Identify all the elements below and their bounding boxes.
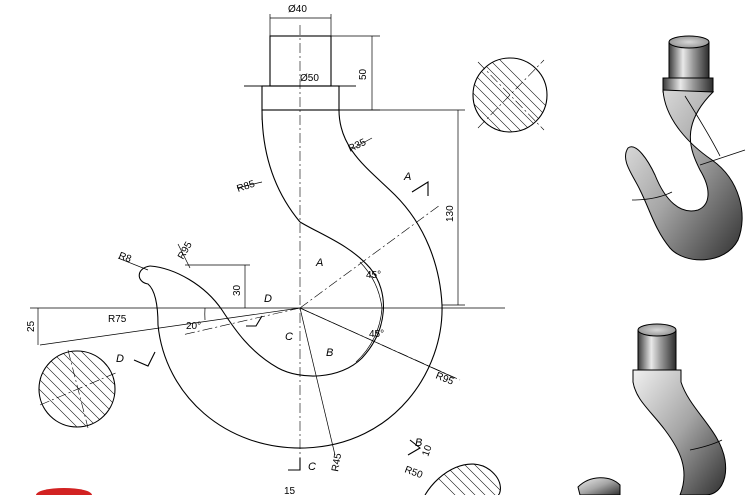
section-label-c-lower: C: [308, 461, 316, 473]
shank: [244, 25, 356, 460]
dim-offset: 25: [26, 320, 37, 332]
hook-outline: [138, 109, 443, 449]
dim-angle-20: 20°: [186, 321, 201, 332]
section-label-d-lower: D: [116, 353, 124, 365]
dim-angle-45-lower: 45°: [369, 329, 384, 340]
dim-height: 130: [445, 205, 456, 222]
dim-bottom-15: 15: [284, 486, 296, 495]
dim-r85-left: R85: [236, 179, 257, 195]
section-label-a-upper: A: [403, 171, 411, 183]
dim-r50: R50: [403, 464, 424, 481]
section-a-circle: [472, 57, 548, 133]
dimension-lines: [37, 14, 465, 471]
dim-tip-height: 30: [232, 284, 243, 296]
dim-small-10: 10: [420, 443, 434, 458]
dim-r75: R75: [108, 314, 127, 325]
section-d-circle: [38, 349, 119, 429]
dim-angle-45-upper: 45°: [366, 270, 381, 281]
dim-r35: R35: [347, 137, 369, 155]
dim-r45: R45: [330, 452, 344, 472]
section-label-a-lower: A: [315, 257, 323, 269]
hook-3d-view-bottom: [577, 323, 727, 495]
section-label-d-upper: D: [264, 293, 272, 305]
hook-3d-view-top: [625, 35, 746, 261]
dim-shank-diameter: Ø40: [288, 4, 307, 15]
dim-collar-diameter: Ø50: [300, 73, 319, 84]
dim-r8: R8: [117, 250, 133, 265]
section-label-c-upper: C: [285, 331, 293, 343]
dim-shank-length: 50: [358, 68, 369, 80]
logo-fragment: [36, 488, 92, 495]
dim-r95-top: R95: [176, 240, 195, 262]
section-label-b-lower: B: [415, 437, 422, 449]
section-label-b-upper: B: [326, 347, 333, 359]
dim-r95-right: R95: [434, 371, 456, 388]
